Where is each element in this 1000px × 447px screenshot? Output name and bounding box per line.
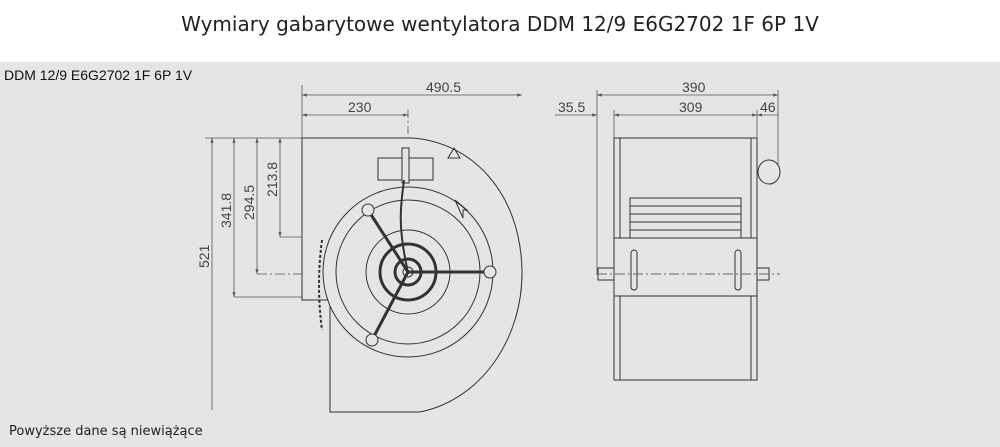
dim-width-total: 490.5 — [426, 79, 461, 95]
model-label: DDM 12/9 E6G2702 1F 6P 1V — [4, 67, 193, 83]
dim-side-width-body: 309 — [679, 99, 703, 115]
dim-side-width-total: 390 — [682, 79, 706, 95]
dim-height-total: 521 — [196, 244, 212, 268]
dim-height-2: 294.5 — [241, 185, 257, 220]
dim-height-3: 213.8 — [264, 162, 280, 197]
dim-side-offset-left: 35.5 — [558, 99, 585, 115]
dim-side-offset-right: 46 — [760, 99, 776, 115]
disclaimer-note: Powyższe dane są niewiążące — [9, 424, 203, 439]
dim-height-1: 341.8 — [218, 193, 234, 228]
fan-side-view — [597, 137, 781, 381]
page-title: Wymiary gabarytowe wentylatora DDM 12/9 … — [181, 12, 819, 36]
fan-front-view — [301, 137, 523, 413]
dim-width-to-axis: 230 — [348, 99, 372, 115]
